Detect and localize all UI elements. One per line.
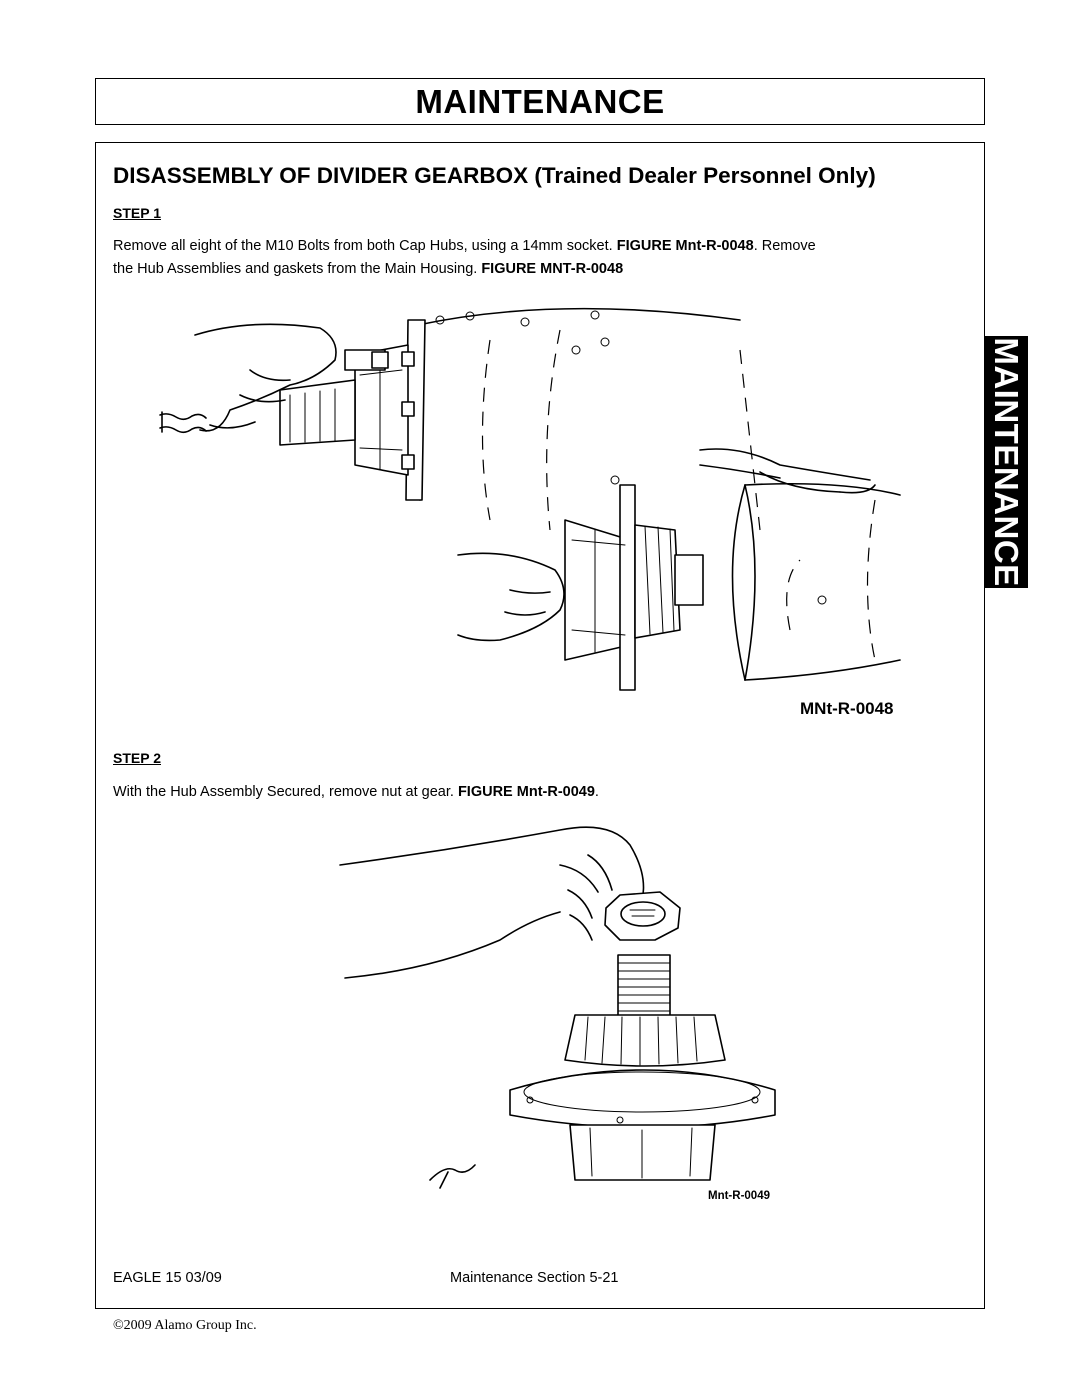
step2-label: STEP 2 xyxy=(113,750,161,766)
figure-hub-removal-illustration xyxy=(159,307,901,691)
page-title: MAINTENANCE xyxy=(415,82,665,120)
step1-line1-text: Remove all eight of the M10 Bolts from b… xyxy=(113,238,617,254)
side-tab: MAINTENANCE xyxy=(984,336,1028,588)
content-frame xyxy=(95,142,985,1309)
figure2-caption: Mnt-R-0049 xyxy=(708,1190,770,1202)
step1-figure-ref-1: FIGURE Mnt-R-0048 xyxy=(616,238,754,254)
footer-model: EAGLE 15 03/09 xyxy=(113,1270,222,1286)
step2-end: . xyxy=(594,784,599,800)
step2-line: With the Hub Assembly Secured, remove nu… xyxy=(113,781,599,804)
step1-line1-end: . Remove xyxy=(753,238,816,254)
page-header: MAINTENANCE xyxy=(95,78,985,125)
side-tab-label: MAINTENANCE xyxy=(988,337,1025,587)
footer-section: Maintenance Section 5-21 xyxy=(450,1270,619,1286)
figure1-caption: MNt-R-0048 xyxy=(800,699,894,718)
figure-nut-removal-illustration xyxy=(339,826,776,1189)
step1-label: STEP 1 xyxy=(113,205,161,221)
section-title: DISASSEMBLY OF DIVIDER GEARBOX (Trained … xyxy=(113,163,876,188)
step1-line1: Remove all eight of the M10 Bolts from b… xyxy=(113,235,816,258)
step1-line2: the Hub Assemblies and gaskets from the … xyxy=(113,258,623,281)
step2-figure-ref: FIGURE Mnt-R-0049 xyxy=(457,784,595,800)
step1-figure-ref-2: FIGURE MNT-R-0048 xyxy=(481,261,624,277)
footer-copyright: ©2009 Alamo Group Inc. xyxy=(113,1318,257,1333)
step1-line2-text: the Hub Assemblies and gaskets from the … xyxy=(113,261,482,277)
step2-text: With the Hub Assembly Secured, remove nu… xyxy=(113,784,458,800)
